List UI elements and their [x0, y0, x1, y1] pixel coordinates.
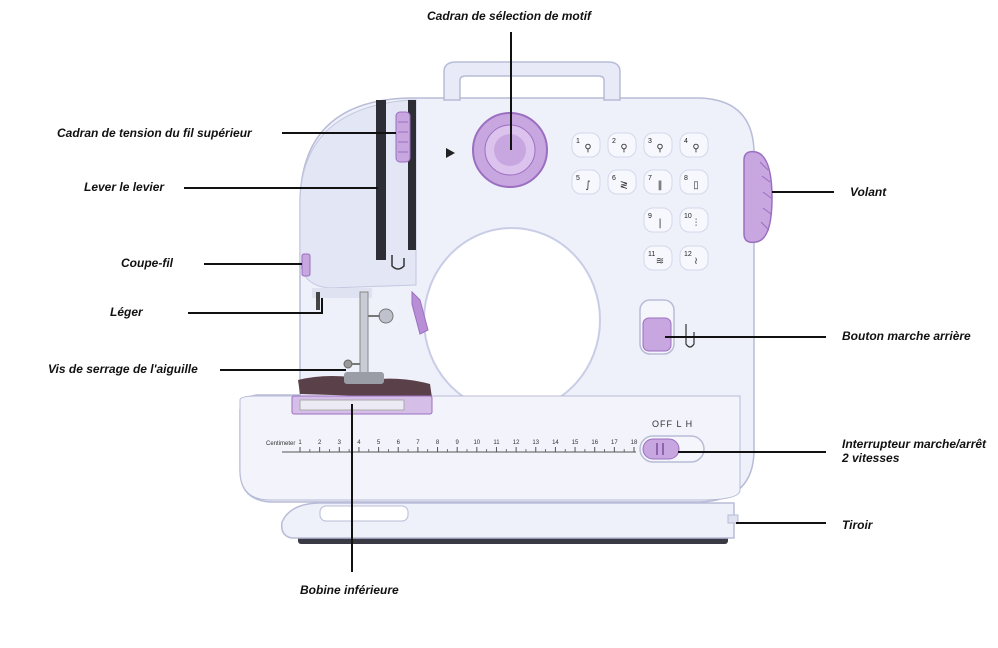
machine-body — [239, 97, 755, 503]
stitch-pattern-chart: 1 ⚲ 2 ⚲ 3 ⚲ 4 ⚲ 5 ∫ 6 ≷ 7 ‖ 8 ▯ 9 | 10⫶ 11≋ 12≀ — [571, 132, 709, 271]
carry-handle — [443, 61, 621, 101]
stitch-number: 3 — [648, 138, 652, 145]
stitch-cell — [571, 132, 601, 158]
stitch-pattern-icon: | — [658, 218, 661, 229]
label-drawer: Tiroir — [842, 518, 873, 532]
stitch-pattern-icon: ⚲ — [656, 143, 663, 154]
stitch-number: 5 — [576, 175, 580, 182]
ruler-number: 13 — [532, 440, 539, 446]
reverse-button[interactable] — [639, 299, 675, 355]
stitch-number: 10 — [684, 213, 692, 220]
label-switch-line2: 2 vitesses — [842, 451, 900, 465]
stitch-cell — [571, 169, 601, 195]
ruler-number: 6 — [397, 440, 401, 446]
stitch-cell — [679, 207, 709, 233]
stitch-number: 8 — [684, 175, 688, 182]
power-speed-switch[interactable] — [639, 435, 705, 463]
label-handwheel: Volant — [850, 185, 887, 199]
stitch-number: 9 — [648, 213, 652, 220]
stitch-number: 4 — [684, 138, 688, 145]
ruler-number: 14 — [552, 440, 559, 446]
switch-text: OFF L H — [652, 419, 693, 429]
ruler-number: 2 — [318, 440, 322, 446]
handwheel[interactable] — [743, 150, 773, 244]
label-thread-cutter: Coupe-fil — [121, 256, 173, 270]
ruler-number: 5 — [377, 440, 381, 446]
stitch-number: 11 — [648, 251, 655, 258]
stitch-cell — [643, 245, 673, 271]
label-needle-screw: Vis de serrage de l'aiguille — [48, 362, 198, 376]
stitch-number: 6 — [612, 175, 616, 182]
ruler-number: 15 — [572, 440, 579, 446]
ruler-number: 16 — [591, 440, 598, 446]
ruler-number: 8 — [436, 440, 440, 446]
ruler-number: 12 — [513, 440, 520, 446]
stitch-cell — [679, 169, 709, 195]
machine-base — [280, 502, 739, 544]
ruler-number: 18 — [631, 440, 638, 446]
stitch-pattern-icon: ≋ — [656, 256, 664, 267]
stitch-cell — [607, 169, 637, 195]
fabric-sample — [298, 372, 432, 398]
stitch-number: 1 — [576, 138, 580, 145]
stitch-cell — [643, 169, 673, 195]
stitch-pattern-icon: ≀ — [694, 256, 698, 267]
ruler-number: 9 — [456, 440, 460, 446]
stitch-pattern-icon: ⚲ — [620, 143, 627, 154]
stitch-cell — [607, 132, 637, 158]
stitch-number: 2 — [612, 138, 616, 145]
stitch-cell — [643, 132, 673, 158]
thread-hook-icon — [391, 255, 405, 270]
ruler-number: 4 — [357, 440, 361, 446]
stitch-pattern-icon: ⫶ — [695, 218, 698, 229]
stitch-pattern-icon: ⚲ — [692, 143, 699, 154]
label-switch-line1: Interrupteur marche/arrêt — [842, 437, 987, 451]
stitch-pattern-icon: ≷ — [620, 180, 628, 191]
ruler-title: Centimeter — [266, 441, 295, 447]
label-light: Léger — [110, 305, 143, 319]
reverse-stitch-icon — [685, 324, 695, 348]
stitch-pattern-icon: ∫ — [585, 180, 590, 191]
stitch-pattern-icon: ⚲ — [584, 143, 591, 154]
stitch-cell — [679, 245, 709, 271]
ruler-number: 17 — [611, 440, 618, 446]
ruler-number: 7 — [416, 440, 420, 446]
needle-plate — [291, 395, 433, 415]
leader-lines — [184, 32, 834, 572]
label-reverse: Bouton marche arrière — [842, 329, 971, 343]
label-lever: Lever le levier — [84, 180, 165, 194]
ruler-number: 3 — [338, 440, 342, 446]
thread-cutter[interactable] — [301, 253, 311, 277]
ruler-number: 1 — [298, 440, 302, 446]
label-pattern-dial: Cadran de sélection de motif — [427, 9, 592, 23]
thread-tension-dial[interactable] — [376, 100, 416, 260]
stitch-cell — [643, 207, 673, 233]
stitch-pattern-icon: ▯ — [693, 180, 699, 191]
ruler-number: 10 — [473, 440, 480, 446]
stitch-pattern-icon: ‖ — [658, 180, 663, 191]
label-switch: Interrupteur marche/arrêt 2 vitesses — [842, 437, 992, 465]
label-bobbin: Bobine inférieure — [300, 583, 399, 597]
stitch-number: 7 — [648, 175, 652, 182]
stitch-number: 12 — [684, 251, 692, 258]
label-thread-tension: Cadran de tension du fil supérieur — [57, 126, 252, 140]
arrow-marker-icon — [446, 148, 455, 158]
stitch-cell — [679, 132, 709, 158]
ruler-number: 11 — [493, 440, 500, 446]
needle-clamp-screw[interactable] — [378, 308, 394, 324]
